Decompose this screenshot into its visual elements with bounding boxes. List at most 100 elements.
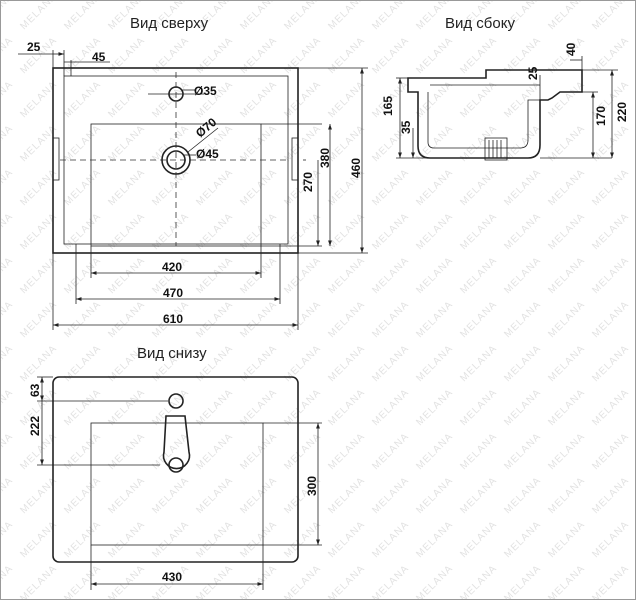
side-profile-inner [427,92,544,149]
dim-25: 25 [27,40,41,54]
watermark-text: MELANA [238,0,279,32]
bottom-bowl [90,422,264,546]
watermark-text: MELANA [326,431,367,472]
watermark-text: MELANA [326,0,367,32]
dim-35: 35 [399,120,413,134]
watermark-text: MELANA [282,299,323,340]
watermark-text: MELANA [106,519,147,560]
watermark-text: MELANA [502,211,543,252]
watermark-text: MELANA [546,299,587,340]
dim-drain-45: Ø45 [196,147,219,161]
watermark-text: MELANA [18,0,59,32]
watermark-text: MELANA [370,255,411,296]
watermark-text: MELANA [18,343,59,384]
watermark-text: MELANA [238,387,279,428]
watermark-text: MELANA [326,299,367,340]
watermark-text: MELANA [238,79,279,120]
watermark-text: MELANA [502,299,543,340]
watermark-text: MELANA [194,431,235,472]
watermark-text: MELANA [370,167,411,208]
watermark-text: MELANA [238,35,279,76]
watermark-text: MELANA [62,299,103,340]
watermark-text: MELANA [194,35,235,76]
watermark-text: MELANA [0,123,15,164]
watermark-text: MELANA [0,563,15,600]
leader-70 [187,127,219,153]
top-view-title: Вид сверху [130,15,209,32]
watermark-text: MELANA [458,255,499,296]
watermark-text: MELANA [370,431,411,472]
watermark-text: MELANA [106,35,147,76]
dim-222: 222 [28,416,42,436]
watermark-text: MELANA [546,167,587,208]
watermark-text: MELANA [370,475,411,516]
watermark-text: MELANA [590,0,631,32]
watermark-text: MELANA [238,123,279,164]
watermark-text: MELANA [326,79,367,120]
watermark-text: MELANA [590,211,631,252]
bottom-view: Вид снизу 63 222 300 430 [28,345,322,590]
watermark-text: MELANA [106,123,147,164]
watermark-text: MELANA [194,519,235,560]
bottom-view-title: Вид снизу [137,345,207,362]
watermark-text: MELANA [62,343,103,384]
watermark-text: MELANA [370,35,411,76]
watermark-text: MELANA [458,211,499,252]
watermark-text: MELANA [238,519,279,560]
dim-470: 470 [163,286,183,300]
watermark-text: MELANA [590,167,631,208]
watermark-text: MELANA [238,475,279,516]
watermark-text: MELANA [458,299,499,340]
bottom-tap-hole [168,393,184,409]
watermark-text: MELANA [0,519,15,560]
watermark-text: MELANA [502,167,543,208]
watermark-text: MELANA [238,167,279,208]
watermark-text: MELANA [502,343,543,384]
side-view: Вид сбоку 40 25 165 35 170 220 [381,15,629,161]
watermark-text: MELANA [326,519,367,560]
watermark-text: MELANA [0,387,15,428]
watermark-text: MELANA [370,211,411,252]
watermark-text: MELANA [590,431,631,472]
watermark-text: MELANA [194,475,235,516]
watermark-text: MELANA [194,387,235,428]
watermark-text: MELANA [502,255,543,296]
watermark-text: MELANA [590,475,631,516]
watermark-text: MELANA [106,475,147,516]
watermark-text: MELANA [18,563,59,600]
top-view: Вид сверху 25 45 Ø35 Ø70 Ø45 [18,15,368,330]
bottom-drain-hole [168,457,184,473]
watermark-text: MELANA [0,255,15,296]
watermark-text: MELANA [326,563,367,600]
watermark-text: MELANA [458,563,499,600]
watermark-text: MELANA [370,0,411,32]
watermark-text: MELANA [62,563,103,600]
watermark-text: MELANA [502,519,543,560]
watermark-text: MELANA [590,299,631,340]
watermark-text: MELANA [194,299,235,340]
watermark-text: MELANA [150,35,191,76]
watermark-text: MELANA [62,167,103,208]
watermark-text: MELANA [0,79,15,120]
watermark-text: MELANA [546,343,587,384]
watermark-text: MELANA [62,0,103,32]
watermark-text: MELANA [326,475,367,516]
watermark-text: MELANA [546,431,587,472]
dim-40: 40 [564,42,578,56]
watermark-text: MELANA [282,255,323,296]
watermark-text: MELANA [546,475,587,516]
watermark-text: MELANA [414,519,455,560]
dim-300: 300 [305,476,319,496]
watermark-text: MELANA [502,475,543,516]
watermark-text: MELANA [546,563,587,600]
watermark-text: MELANA [370,563,411,600]
watermark-text: MELANA [106,563,147,600]
watermark-text: MELANA [590,563,631,600]
side-notch-right [291,137,299,181]
watermark-text: MELANA [370,299,411,340]
side-notch-left [52,137,60,181]
watermark-text: MELANA [326,35,367,76]
watermark-text: MELANA [590,343,631,384]
watermark-text: MELANA [458,387,499,428]
